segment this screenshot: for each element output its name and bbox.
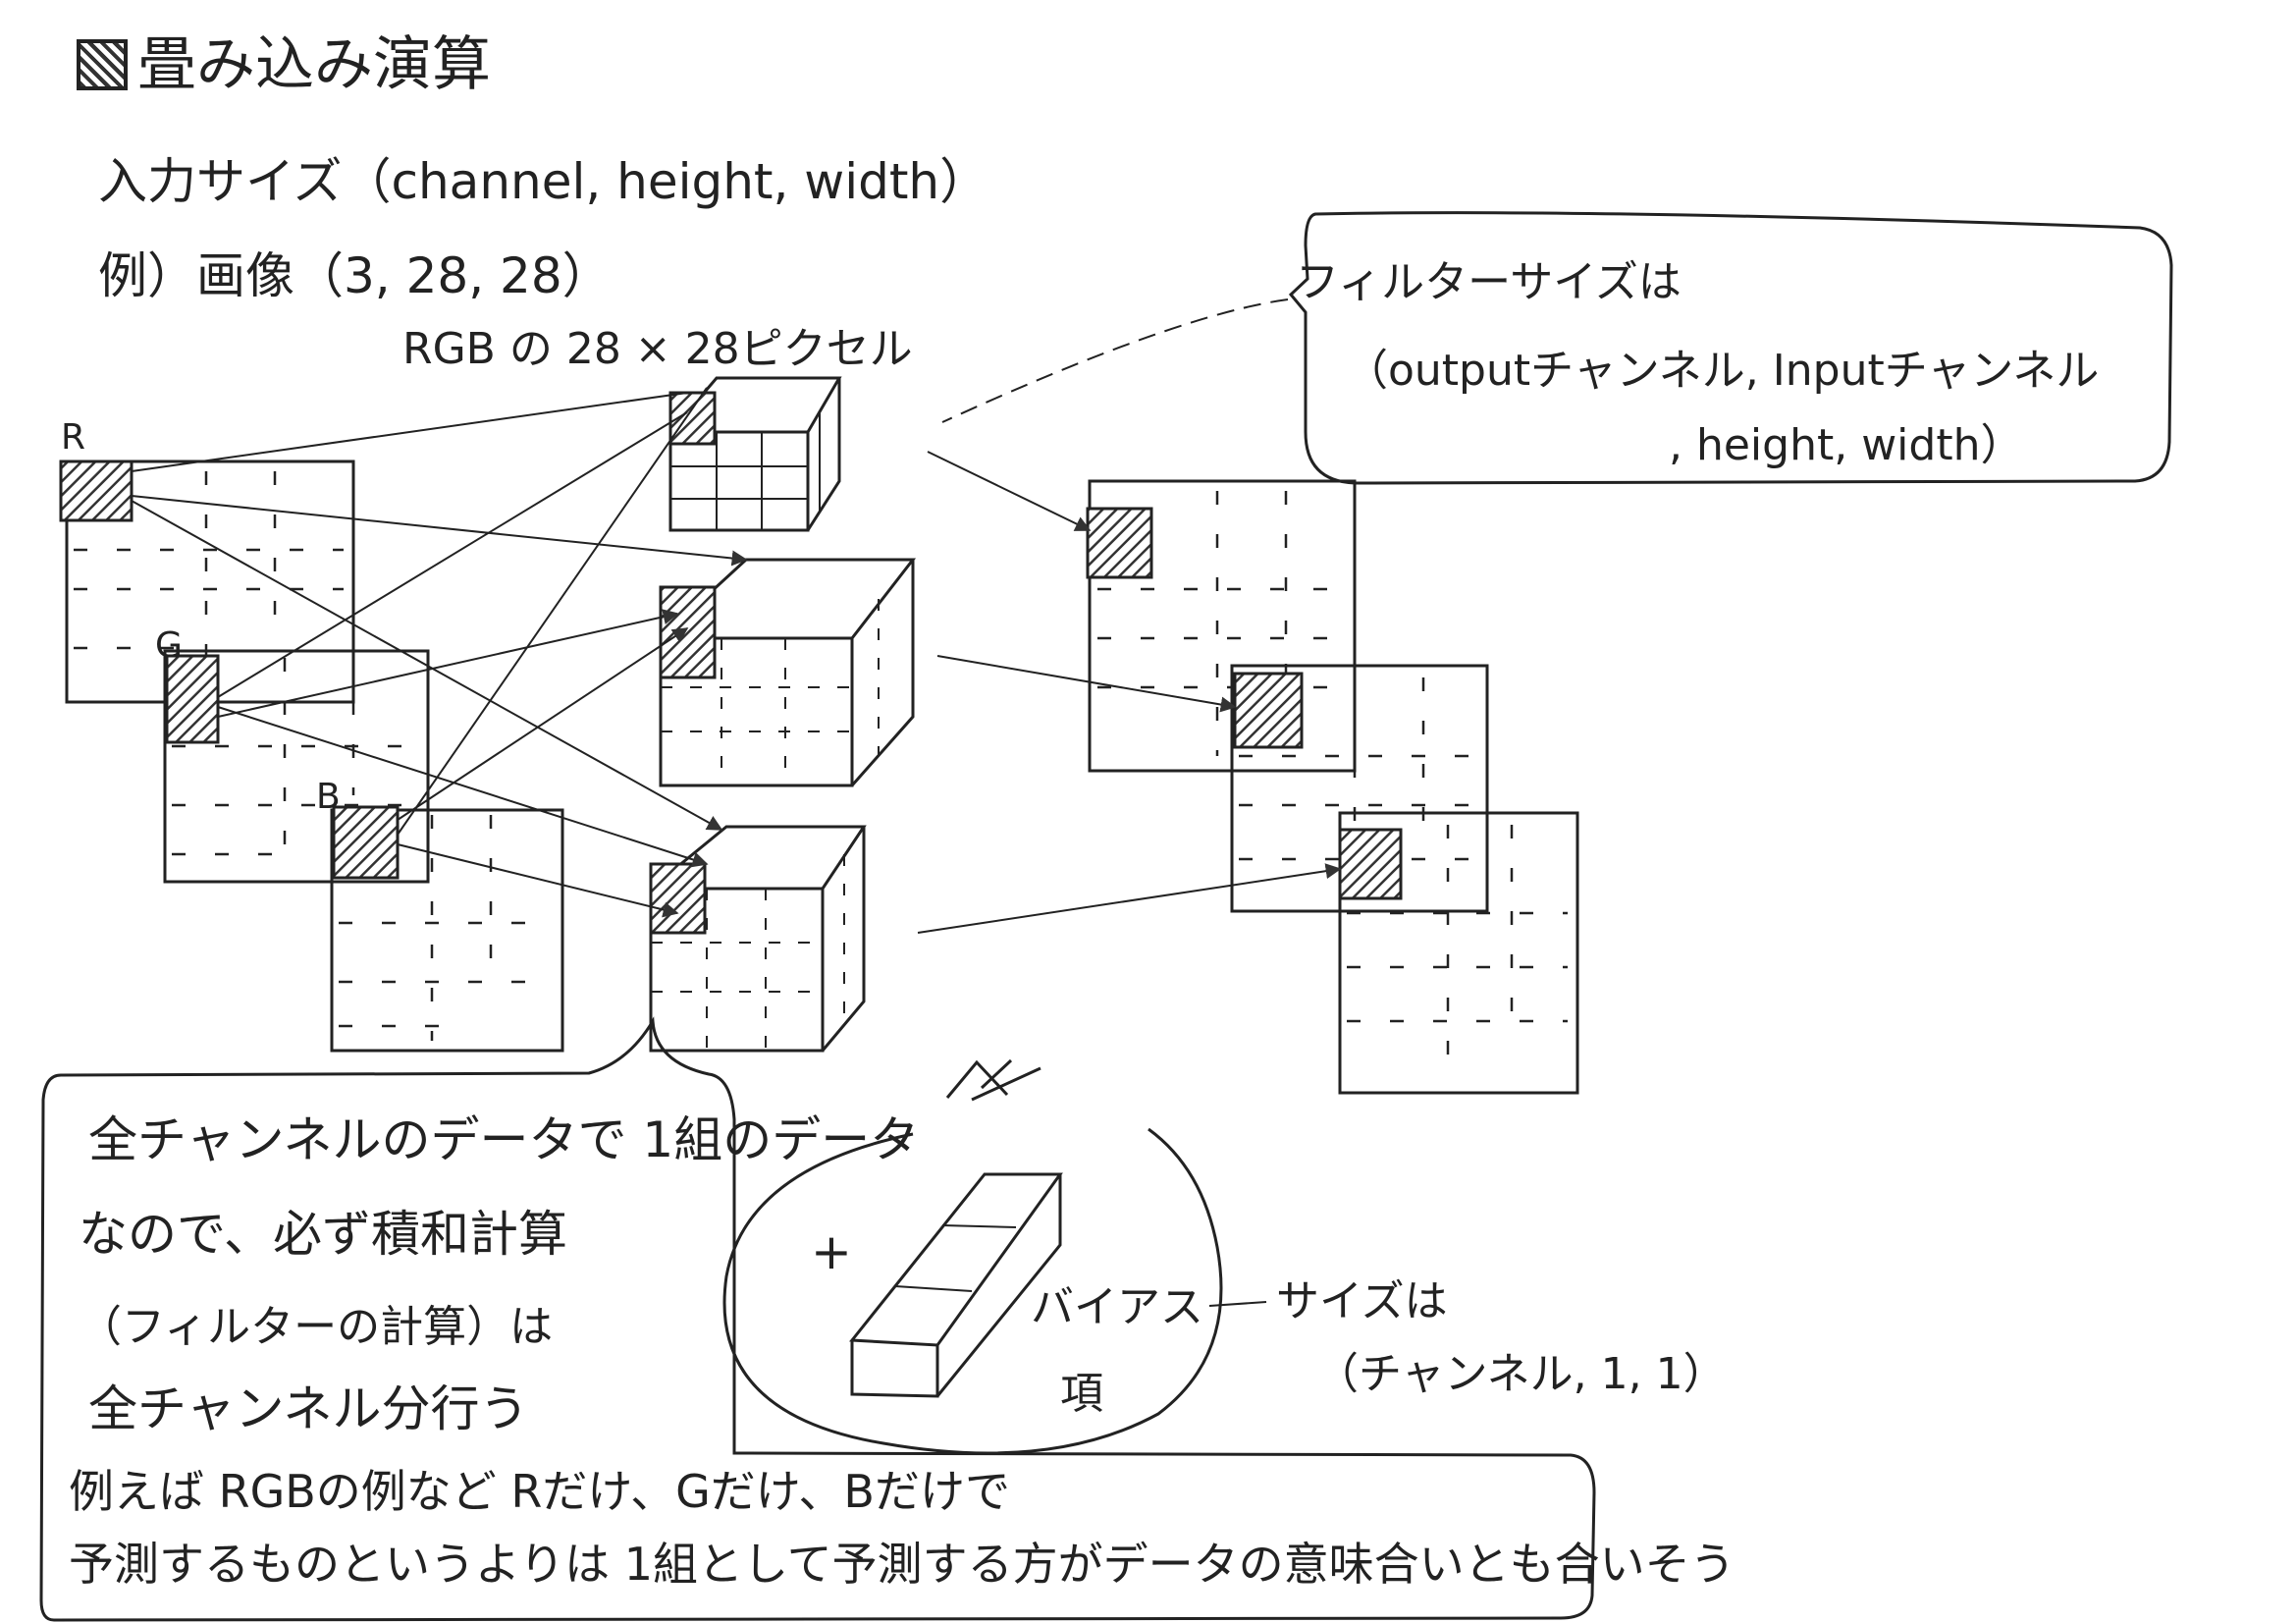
channel-label-b: B [316,777,341,817]
filter-to-output-arrows [917,451,1342,934]
channel-label-g: G [155,625,183,666]
bias-caret [945,1059,1009,1099]
input-size-line: 入力サイズ（channel, height, width） [98,153,989,210]
page-title-text: 畳み込み演算 [137,30,491,99]
output-channel-1 [1086,479,1357,773]
bias-plus-sign: + [811,1223,852,1280]
filter-note-pointer [941,298,1289,423]
page-title: 畳み込み演算 [77,35,491,94]
input-g-window [165,654,220,744]
explanation-line-1: 全チャンネルのデータで 1組のデータ [88,1111,920,1168]
channel-label-r: R [61,417,86,458]
filter-cube-3 [649,825,867,1053]
bias-size-line-1: サイズは [1276,1276,1448,1326]
output-channel-3 [1338,811,1579,1095]
filter-note-line-1: フィルターサイズは [1296,257,1682,307]
input-pixels-line: RGB の 28 × 28ピクセル [402,324,913,374]
explanation-bubble [39,1016,1596,1622]
output-channel-2 [1230,664,1489,913]
explanation-line-5: 例えば RGBの例など Rだけ、Gだけ、Bだけで [69,1465,1010,1518]
bias-bubble [722,1058,1223,1455]
filter-2-window [659,585,717,679]
input-to-filter-arrows [131,387,748,918]
output-2-window [1233,672,1304,749]
explanation-line-4: 全チャンネル分行う [88,1380,529,1437]
filter-note-bubble [1288,211,2173,485]
explanation-line-2: なので、必ず積和計算 [79,1206,567,1263]
input-b-window [332,805,400,880]
filter-note-line-3: , height, width） [1669,420,2024,470]
filter-3-window [649,862,707,935]
output-1-window [1086,507,1153,579]
bias-label-line-2: 項 [1060,1369,1103,1419]
bias-label-line-1: バイアス [1031,1282,1203,1332]
output-3-window [1338,828,1403,900]
explanation-line-3: （フィルターの計算）は [79,1302,554,1352]
title-square-icon [77,39,128,90]
input-channel-b [330,805,564,1053]
filter-note-line-2: （outputチャンネル, Inputチャンネル [1345,346,2100,396]
bias-bar [849,1172,1063,1398]
filter-cube-1 [668,376,842,532]
input-r-window [59,460,133,522]
input-channel-g [163,649,430,884]
bias-size-line-2: （チャンネル, 1, 1） [1315,1349,1727,1399]
input-example-line: 例）画像（3, 28, 28） [98,247,612,304]
bias-size-pointer [1208,1301,1267,1307]
explanation-line-6: 予測するものというよりは 1組として予測する方がデータの意味合いとも合いそう [69,1538,1735,1591]
filter-cube-2 [659,558,917,787]
